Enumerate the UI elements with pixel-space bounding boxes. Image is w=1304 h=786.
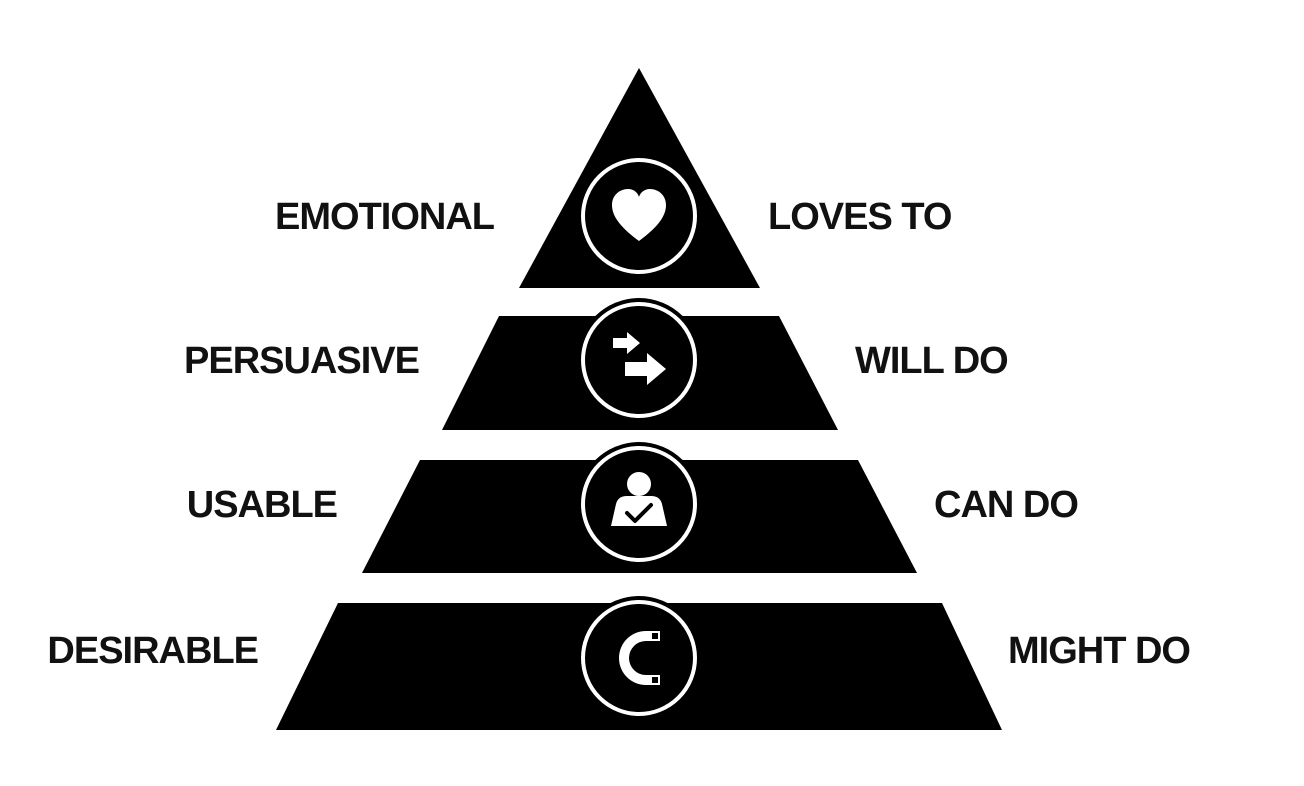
right-label-can-do: CAN DO [934, 484, 1078, 526]
magnet-icon [619, 631, 660, 685]
forward-arrows-icon [613, 332, 666, 385]
left-label-emotional: EMOTIONAL [275, 196, 495, 238]
tier-icon-badge-desirable [577, 596, 701, 720]
right-label-will-do: WILL DO [855, 340, 1008, 382]
left-label-desirable: DESIRABLE [47, 630, 258, 672]
right-label-might-do: MIGHT DO [1008, 630, 1190, 672]
tier-icon-badge-emotional [577, 154, 701, 278]
tier-icon-badge-persuasive [577, 298, 701, 422]
user-check-icon [611, 472, 667, 526]
right-label-loves-to: LOVES TO [768, 196, 951, 238]
left-label-usable: USABLE [187, 484, 337, 526]
heart-icon [612, 189, 666, 241]
left-label-persuasive: PERSUASIVE [184, 340, 419, 382]
tier-icon-badge-usable [577, 442, 701, 566]
